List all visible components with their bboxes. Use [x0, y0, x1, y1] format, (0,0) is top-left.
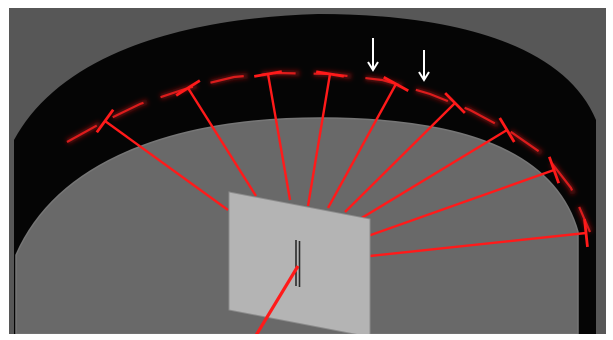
scene	[9, 8, 606, 340]
